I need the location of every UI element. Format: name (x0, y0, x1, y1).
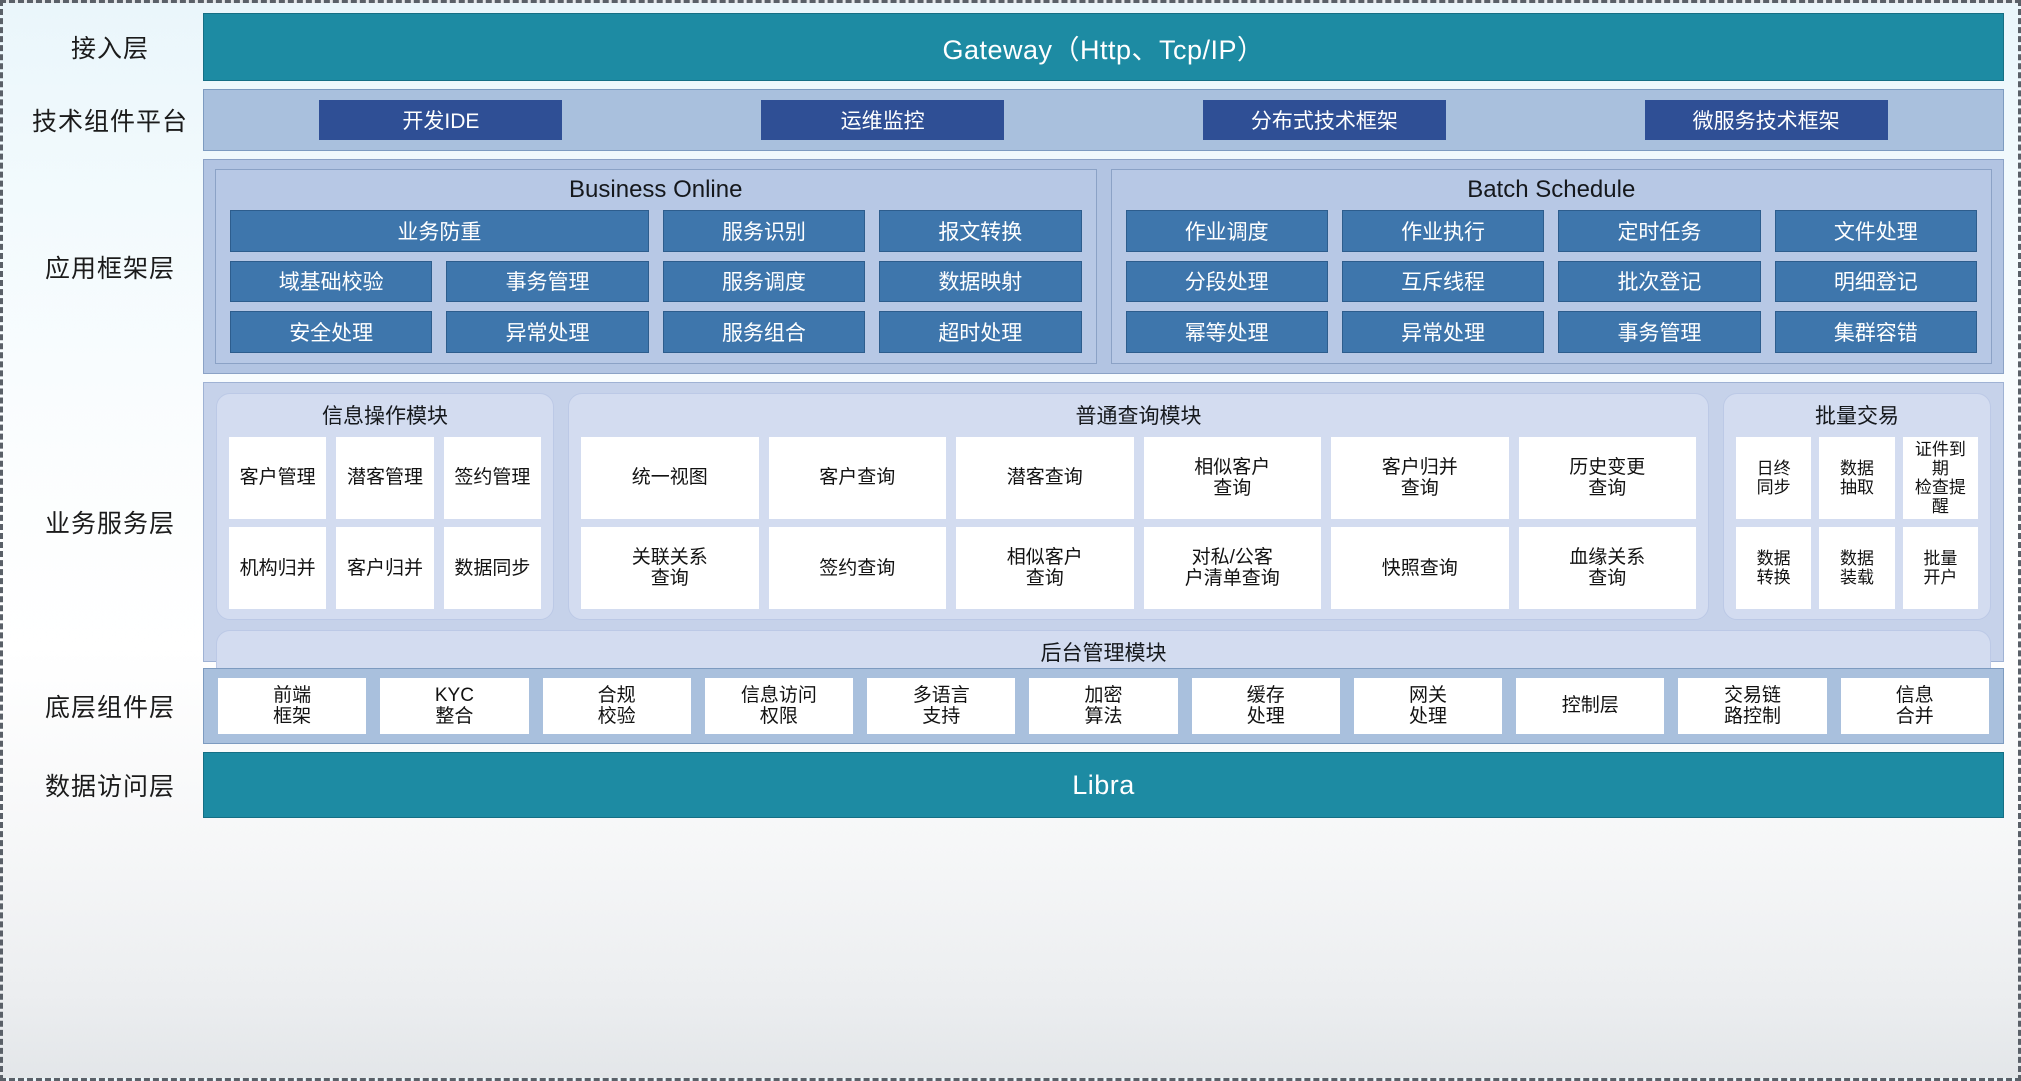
layer-label-business-service: 业务服务层 (44, 510, 175, 538)
batch-item-1[interactable]: 数据 抽取 (1819, 437, 1895, 520)
layer-data-access: 数据访问层 Libra (17, 752, 2004, 818)
tech-item-ide[interactable]: 开发IDE (319, 100, 563, 140)
base-item-2[interactable]: 合规 校验 (542, 678, 691, 734)
tech-platform-band: 开发IDE 运维监控 分布式技术框架 微服务技术框架 (203, 89, 2004, 151)
panel-business-online: Business Online 业务防重 服务识别 报文转换 域基础校验 事务管… (215, 169, 1097, 364)
grid-batch-transaction: 日终 同步 数据 抽取 证件到期 检查提醒 数据 转换 数据 装载 批量 开户 (1736, 437, 1978, 610)
grid-batch-schedule: 作业调度 作业执行 定时任务 文件处理 分段处理 互斥线程 批次登记 明细登记 … (1125, 210, 1977, 353)
query-item-0[interactable]: 统一视图 (581, 437, 759, 520)
bo-cell-9[interactable]: 服务组合 (662, 311, 866, 353)
bs-cell-4[interactable]: 分段处理 (1125, 260, 1328, 303)
base-item-3[interactable]: 信息访问 权限 (704, 678, 854, 734)
bo-cell-3[interactable]: 域基础校验 (230, 260, 433, 303)
tech-item-microservice[interactable]: 微服务技术框架 (1644, 100, 1888, 140)
bo-cell-8[interactable]: 异常处理 (446, 311, 649, 353)
business-modules-row: 信息操作模块 客户管理 潜客管理 签约管理 机构归并 客户归并 数据同步 普通查… (216, 393, 1991, 621)
bs-cell-9[interactable]: 异常处理 (1341, 311, 1545, 353)
tech-item-distributed[interactable]: 分布式技术框架 (1202, 100, 1446, 140)
base-item-0[interactable]: 前端 框架 (218, 678, 367, 734)
data-access-title: Libra (1072, 769, 1135, 800)
info-item-3[interactable]: 机构归并 (229, 527, 327, 610)
panel-title-batch-schedule: Batch Schedule (1467, 176, 1636, 203)
layer-business-service: 业务服务层 信息操作模块 客户管理 潜客管理 签约管理 机构归并 客户归并 数据… (17, 382, 2004, 735)
module-info-operation: 信息操作模块 客户管理 潜客管理 签约管理 机构归并 客户归并 数据同步 (216, 393, 554, 621)
layer-label-access: 接入层 (70, 35, 149, 63)
bo-cell-1[interactable]: 服务识别 (662, 210, 866, 252)
query-item-5[interactable]: 历史变更 查询 (1518, 437, 1696, 520)
bo-cell-0[interactable]: 业务防重 (230, 210, 649, 252)
bo-cell-10[interactable]: 超时处理 (879, 311, 1082, 353)
layer-access: 接入层 Gateway（Http、Tcp/IP） (17, 13, 2004, 81)
module-title-backend-admin: 后台管理模块 (1040, 642, 1167, 666)
layer-base-components: 底层组件层 前端 框架 KYC 整合 合规 校验 信息访问 权限 多语言 支持 … (17, 668, 2004, 744)
bs-cell-10[interactable]: 事务管理 (1558, 311, 1761, 353)
info-item-0[interactable]: 客户管理 (229, 437, 327, 520)
query-item-10[interactable]: 快照查询 (1331, 527, 1509, 610)
base-item-9[interactable]: 交易链 路控制 (1678, 678, 1827, 734)
module-title-info-operation: 信息操作模块 (322, 405, 448, 428)
bs-cell-0[interactable]: 作业调度 (1125, 210, 1328, 252)
query-item-9[interactable]: 对私/公客 户清单查询 (1143, 527, 1321, 610)
base-item-4[interactable]: 多语言 支持 (867, 678, 1016, 734)
bo-cell-2[interactable]: 报文转换 (879, 210, 1082, 252)
base-components-band: 前端 框架 KYC 整合 合规 校验 信息访问 权限 多语言 支持 加密 算法 … (203, 668, 2004, 744)
bs-cell-3[interactable]: 文件处理 (1774, 210, 1977, 252)
panel-title-business-online: Business Online (569, 176, 743, 203)
info-item-5[interactable]: 数据同步 (443, 527, 541, 610)
layer-label-tech-platform: 技术组件平台 (31, 108, 188, 136)
module-common-query: 普通查询模块 统一视图 客户查询 潜客查询 相似客户 查询 客户归并 查询 历史… (568, 393, 1709, 621)
layer-app-framework: 应用框架层 Business Online 业务防重 服务识别 报文转换 域基础… (17, 159, 2004, 374)
query-item-8[interactable]: 相似客户 查询 (956, 527, 1134, 610)
base-item-5[interactable]: 加密 算法 (1029, 678, 1178, 734)
bo-cell-4[interactable]: 事务管理 (446, 260, 649, 303)
base-item-1[interactable]: KYC 整合 (380, 678, 529, 734)
layer-label-app-framework: 应用框架层 (44, 254, 175, 283)
bs-cell-7[interactable]: 明细登记 (1774, 260, 1977, 303)
bs-cell-2[interactable]: 定时任务 (1558, 210, 1761, 252)
batch-item-2[interactable]: 证件到期 检查提醒 (1902, 437, 1978, 520)
batch-item-0[interactable]: 日终 同步 (1736, 437, 1812, 520)
base-item-10[interactable]: 信息 合并 (1840, 678, 1989, 734)
bo-cell-5[interactable]: 服务调度 (662, 260, 866, 303)
grid-info-operation: 客户管理 潜客管理 签约管理 机构归并 客户归并 数据同步 (229, 437, 541, 610)
info-item-2[interactable]: 签约管理 (443, 437, 541, 520)
layer-tech-platform: 技术组件平台 开发IDE 运维监控 分布式技术框架 微服务技术框架 (17, 89, 2004, 151)
base-item-6[interactable]: 缓存 处理 (1191, 678, 1340, 734)
bs-cell-6[interactable]: 批次登记 (1558, 260, 1761, 303)
info-item-4[interactable]: 客户归并 (336, 527, 434, 610)
query-item-6[interactable]: 关联关系 查询 (581, 527, 759, 610)
bo-cell-6[interactable]: 数据映射 (879, 260, 1082, 303)
batch-item-3[interactable]: 数据 转换 (1736, 527, 1812, 610)
query-item-4[interactable]: 客户归并 查询 (1331, 437, 1509, 520)
grid-common-query: 统一视图 客户查询 潜客查询 相似客户 查询 客户归并 查询 历史变更 查询 关… (581, 437, 1696, 610)
tech-item-ops[interactable]: 运维监控 (761, 100, 1005, 140)
module-batch-transaction: 批量交易 日终 同步 数据 抽取 证件到期 检查提醒 数据 转换 数据 装载 批… (1723, 393, 1991, 621)
module-title-batch-transaction: 批量交易 (1815, 405, 1899, 428)
query-item-7[interactable]: 签约查询 (768, 527, 946, 610)
query-item-1[interactable]: 客户查询 (768, 437, 946, 520)
layer-label-data-access: 数据访问层 (44, 773, 175, 801)
info-item-1[interactable]: 潜客管理 (336, 437, 434, 520)
batch-item-4[interactable]: 数据 装载 (1819, 527, 1895, 610)
bs-cell-8[interactable]: 幂等处理 (1125, 311, 1328, 353)
bs-cell-11[interactable]: 集群容错 (1774, 311, 1977, 353)
query-item-2[interactable]: 潜客查询 (956, 437, 1134, 520)
module-title-common-query: 普通查询模块 (1075, 405, 1202, 428)
bs-cell-1[interactable]: 作业执行 (1341, 210, 1545, 252)
grid-business-online: 业务防重 服务识别 报文转换 域基础校验 事务管理 服务调度 数据映射 安全处理… (230, 210, 1082, 353)
base-item-7[interactable]: 网关 处理 (1353, 678, 1503, 734)
query-item-11[interactable]: 血缘关系 查询 (1518, 527, 1696, 610)
gateway-bar[interactable]: Gateway（Http、Tcp/IP） (203, 13, 2004, 81)
data-access-bar[interactable]: Libra (203, 752, 2004, 818)
query-item-3[interactable]: 相似客户 查询 (1143, 437, 1321, 520)
gateway-title: Gateway（Http、Tcp/IP） (942, 34, 1265, 65)
panel-batch-schedule: Batch Schedule 作业调度 作业执行 定时任务 文件处理 分段处理 … (1110, 169, 1992, 364)
bs-cell-5[interactable]: 互斥线程 (1341, 260, 1545, 303)
bo-cell-7[interactable]: 安全处理 (230, 311, 433, 353)
app-framework-band: Business Online 业务防重 服务识别 报文转换 域基础校验 事务管… (203, 159, 2004, 374)
batch-item-5[interactable]: 批量 开户 (1902, 527, 1978, 610)
base-item-8[interactable]: 控制层 (1516, 678, 1665, 734)
layer-label-base-components: 底层组件层 (44, 694, 175, 722)
business-service-band: 信息操作模块 客户管理 潜客管理 签约管理 机构归并 客户归并 数据同步 普通查… (203, 382, 2004, 735)
